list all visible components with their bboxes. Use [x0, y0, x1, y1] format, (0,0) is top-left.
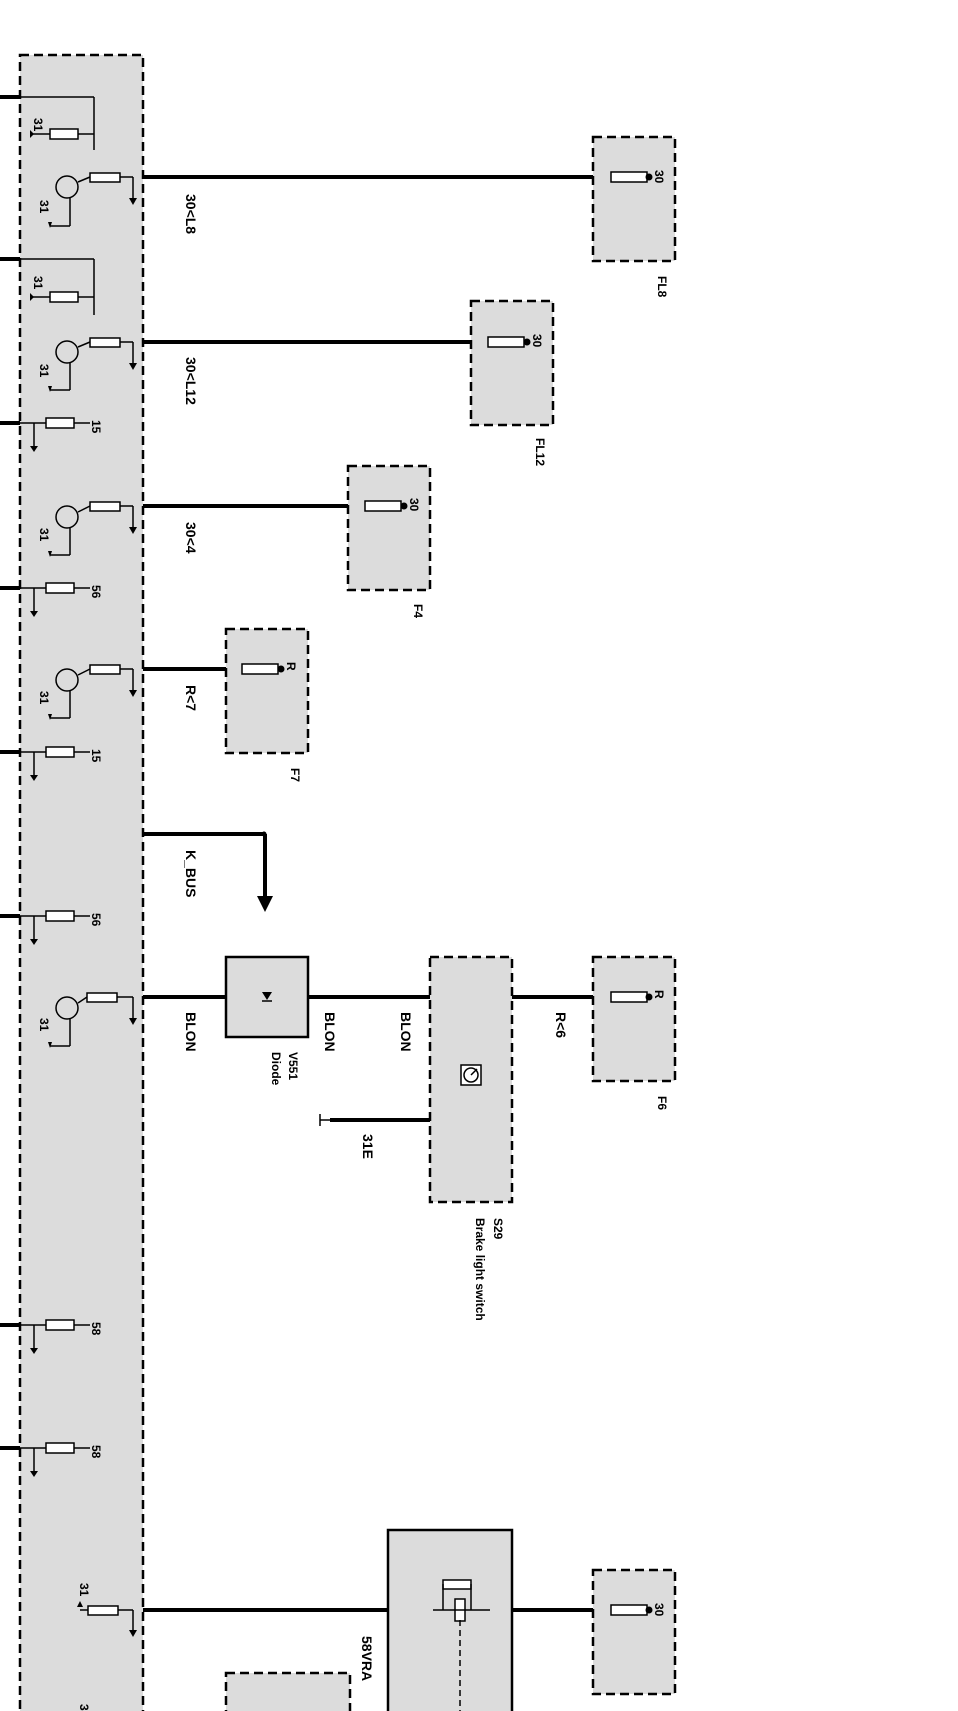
- output-r-7: 31 R<7: [37, 664, 234, 720]
- s29-desc: Brake light switch: [473, 1218, 487, 1321]
- wire-label-30-4: 30<4: [183, 522, 199, 554]
- ground-label: 31: [31, 118, 45, 132]
- output-30-4: 31 30<4: [37, 501, 356, 557]
- wire-label-k-bus: K_BUS: [183, 850, 199, 897]
- f6-name: F6: [655, 1096, 669, 1110]
- diode-v551: V551 Diode: [224, 955, 310, 1086]
- ground-label: 31: [77, 1583, 91, 1597]
- fuse-bottom: 30: [591, 1568, 677, 1696]
- input-pin-label: 15: [89, 749, 103, 763]
- ground-label: 31: [37, 1018, 51, 1032]
- ground-label: 31: [37, 528, 51, 542]
- fl8-pin: 30: [652, 170, 666, 184]
- output-blon: 31 BLON: [37, 992, 226, 1052]
- brake-light-switch-s29: S29 Brake light switch: [428, 955, 514, 1321]
- f7-name: F7: [288, 768, 302, 782]
- wire-label-30-l12: 30<L12: [183, 357, 199, 405]
- wire-label-blon: BLON: [398, 1012, 414, 1052]
- wire-label-blon: BLON: [322, 1012, 338, 1052]
- wire-label-31e: 31E: [360, 1134, 376, 1159]
- input-pin-56b: 56: [0, 910, 103, 945]
- fuse-f4: 30 F4: [346, 464, 432, 618]
- output-30-l8: 31 31 30<L8: [0, 95, 600, 234]
- output-58vra: 31 58VRA 31: [77, 1583, 388, 1711]
- wire-label-r-6: R<6: [553, 1012, 569, 1038]
- fuse-f6: R F6: [591, 955, 677, 1110]
- fl12-pin: 30: [530, 334, 544, 348]
- f7-pin: R: [284, 662, 298, 671]
- wire-label-30-l8: 30<L8: [183, 194, 199, 234]
- ground-label: 31: [37, 691, 51, 705]
- s29-name: S29: [491, 1218, 505, 1240]
- f4-pin: 30: [407, 498, 421, 512]
- f4-name: F4: [411, 604, 425, 618]
- input-pin-label: 56: [89, 913, 103, 927]
- input-pin-15b: 15: [0, 746, 103, 781]
- f6-pin: R: [652, 990, 666, 999]
- partial-box-bottom: [224, 1671, 352, 1711]
- input-pin-58b: 58: [0, 1442, 103, 1477]
- input-pin-56: 56: [0, 582, 103, 617]
- k-bus: K_BUS: [143, 831, 273, 912]
- wire-label-r-7: R<7: [183, 685, 199, 711]
- input-pin-label: 56: [89, 585, 103, 599]
- fuse-fl8: 30 FL8: [591, 135, 677, 298]
- output-30-l12: 31 31 30<L12: [0, 257, 478, 405]
- input-pin-15: 15: [0, 417, 103, 452]
- fl8-name: FL8: [655, 276, 669, 298]
- v551-desc: Diode: [269, 1052, 283, 1086]
- fuse-bottom-pin: 30: [652, 1603, 666, 1617]
- relay-58vra: [386, 1528, 514, 1711]
- ground-label: 31: [37, 200, 51, 214]
- wire-label-blon: BLON: [183, 1012, 199, 1052]
- input-pin-label: 58: [89, 1322, 103, 1336]
- v551-name: V551: [286, 1052, 300, 1080]
- ground-label: 31: [37, 364, 51, 378]
- input-pin-label: 58: [89, 1445, 103, 1459]
- control-module-box: [18, 53, 145, 1711]
- fuse-f7: R F7: [224, 627, 310, 782]
- input-pin-58: 58: [0, 1319, 103, 1354]
- fl12-name: FL12: [533, 438, 547, 466]
- input-pin-label: 15: [89, 420, 103, 434]
- ground-label: 31: [31, 276, 45, 290]
- wire-label-58vra: 58VRA: [359, 1636, 375, 1681]
- fuse-fl12: 30 FL12: [469, 299, 555, 466]
- ground-label: 31: [77, 1704, 91, 1711]
